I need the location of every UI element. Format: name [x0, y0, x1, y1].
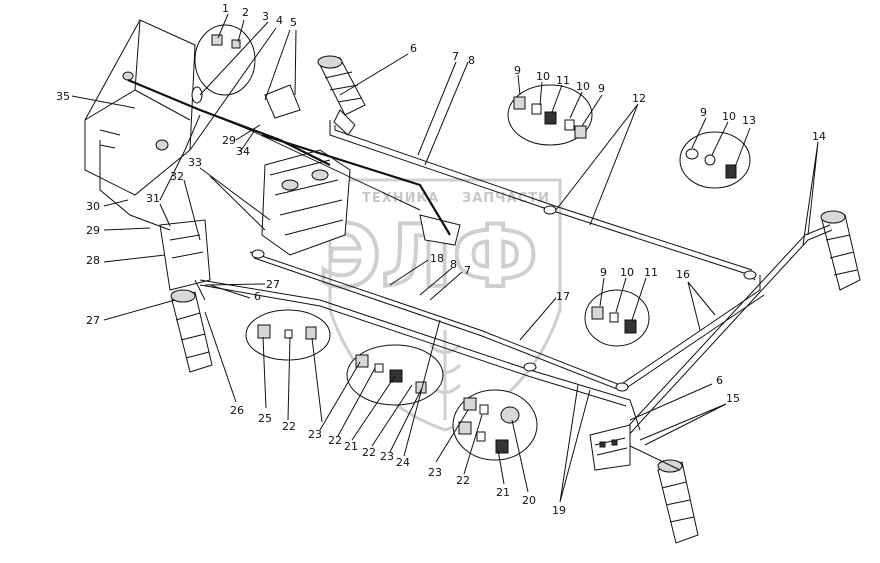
callout-9-b: 9 — [598, 82, 605, 95]
callout-10-b: 10 — [576, 80, 590, 93]
callout-1: 1 — [222, 2, 229, 15]
callout-22-d: 22 — [456, 474, 470, 487]
callout-13: 13 — [742, 114, 756, 127]
callout-12: 12 — [632, 92, 646, 105]
valve-block — [159, 84, 461, 291]
callout-29-b: 29 — [86, 224, 100, 237]
callout-4: 4 — [276, 14, 283, 27]
callout-32: 32 — [170, 170, 184, 183]
callout-14: 14 — [812, 130, 826, 143]
fittings-group-mid-right — [584, 289, 650, 347]
callout-23: 23 — [308, 428, 322, 441]
callout-3: 3 — [262, 10, 269, 23]
callout-33: 33 — [188, 156, 202, 169]
detail-circle-top — [194, 24, 256, 96]
callout-29: 29 — [222, 134, 236, 147]
watermark-line1: ТЕХНИКА — [362, 191, 439, 206]
callout-6-c: 6 — [716, 374, 723, 387]
callout-7-b: 7 — [464, 264, 471, 277]
callout-10-d: 10 — [620, 266, 634, 279]
callout-10-c: 10 — [722, 110, 736, 123]
oil-tank — [84, 19, 196, 196]
fittings-group-bottom — [452, 389, 538, 461]
callout-22-b: 22 — [328, 434, 342, 447]
fittings-group-top — [507, 84, 593, 146]
callout-23-c: 23 — [428, 466, 442, 479]
distributor-block — [589, 424, 631, 471]
callout-9-d: 9 — [600, 266, 607, 279]
callout-5: 5 — [290, 16, 297, 29]
callout-27: 27 — [266, 278, 280, 291]
cylinder-right — [820, 210, 861, 291]
piping — [99, 78, 833, 471]
callout-27-b: 27 — [86, 314, 100, 327]
callout-7: 7 — [452, 50, 459, 63]
cylinder-top — [317, 55, 366, 136]
callout-22: 22 — [282, 420, 296, 433]
callout-34: 34 — [236, 145, 250, 158]
callout-20: 20 — [522, 494, 536, 507]
callout-21: 21 — [344, 440, 358, 453]
callout-16: 16 — [676, 268, 690, 281]
callout-21-b: 21 — [496, 486, 510, 499]
callout-6: 6 — [410, 42, 417, 55]
cylinder-left-bottom — [170, 289, 213, 373]
fittings-group-right — [679, 131, 751, 189]
cylinder-right-bottom — [657, 459, 699, 544]
callout-10: 10 — [536, 70, 550, 83]
callout-11: 11 — [556, 74, 570, 87]
callout-8: 8 — [468, 54, 475, 67]
callout-15: 15 — [726, 392, 740, 405]
callout-31: 31 — [146, 192, 160, 205]
callouts: 1 2 3 4 5 6 7 8 9 10 11 10 9 12 9 10 13 … — [56, 2, 826, 517]
fittings-group-left — [245, 309, 331, 361]
callout-28: 28 — [86, 254, 100, 267]
callout-30: 30 — [86, 200, 100, 213]
callout-2: 2 — [242, 6, 249, 19]
callout-17: 17 — [556, 290, 570, 303]
callout-9-c: 9 — [700, 106, 707, 119]
fittings-group-bottom-left — [346, 344, 444, 406]
callout-24: 24 — [396, 456, 410, 469]
callout-11-b: 11 — [644, 266, 658, 279]
callout-6-b: 6 — [254, 290, 261, 303]
callout-22-c: 22 — [362, 446, 376, 459]
callout-8-b: 8 — [450, 258, 457, 271]
callout-19: 19 — [552, 504, 566, 517]
callout-18: 18 — [430, 252, 444, 265]
leader-lines — [71, 13, 819, 503]
callout-9: 9 — [514, 64, 521, 77]
callout-23-b: 23 — [380, 450, 394, 463]
callout-26: 26 — [230, 404, 244, 417]
watermark-line2: ЗАПЧАСТИ — [462, 191, 550, 206]
callout-35: 35 — [56, 90, 70, 103]
callout-25: 25 — [258, 412, 272, 425]
